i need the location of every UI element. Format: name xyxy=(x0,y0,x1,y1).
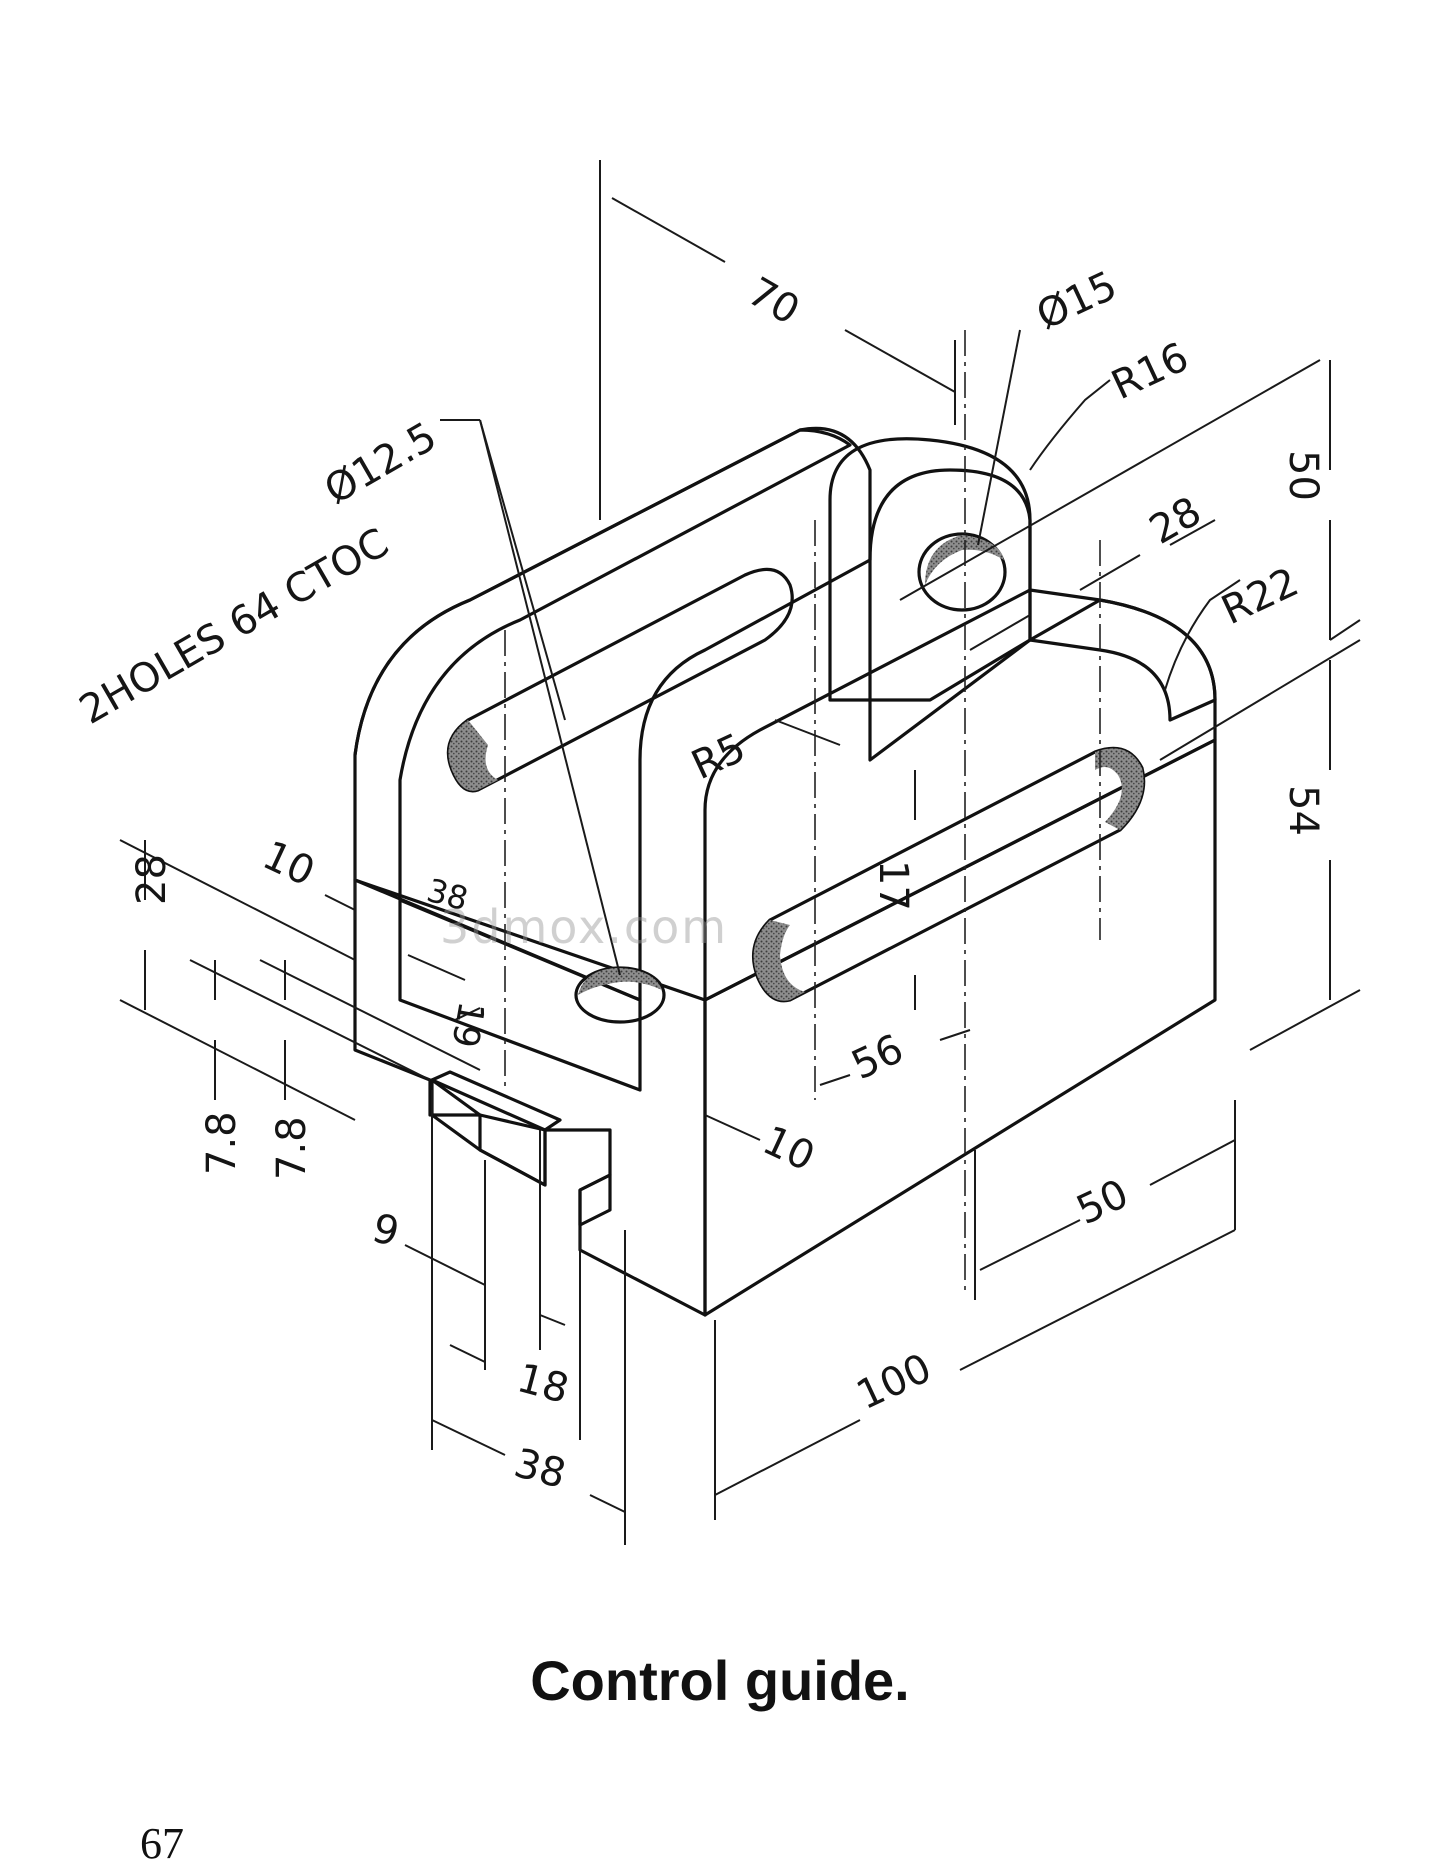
left-frame-top xyxy=(353,428,852,900)
left-frame-recess xyxy=(398,898,642,1092)
lug-hole-shadow xyxy=(925,535,1004,585)
dim-54: 54 xyxy=(1280,785,1326,836)
page-number: 67 xyxy=(140,1819,184,1868)
dim-50-bottom: 50 xyxy=(1070,1171,1136,1234)
center-lines xyxy=(504,330,1101,1290)
lug-hole xyxy=(917,532,1007,612)
right-slot-shadow-left xyxy=(753,920,805,1001)
dim-r5: R5 xyxy=(685,725,753,789)
bottom-tongue-top xyxy=(430,1070,562,1132)
watermark: 3dmox.com xyxy=(440,900,729,954)
dim-28-left: 28 xyxy=(129,854,175,905)
dim-19: 19 xyxy=(443,998,491,1050)
dim-10-front: 10 xyxy=(756,1117,822,1180)
dim-7-8-a: 7.8 xyxy=(199,1111,245,1175)
part-body xyxy=(353,426,1217,1317)
dim-9: 9 xyxy=(367,1205,403,1256)
base-hole-shadow xyxy=(578,968,662,995)
dim-38: 38 xyxy=(509,1440,570,1498)
dim-100: 100 xyxy=(850,1345,939,1419)
dim-28-right: 28 xyxy=(1142,488,1209,553)
figure-caption: Control guide. xyxy=(530,1649,910,1712)
base-front-face xyxy=(703,738,1217,1317)
dim-r22: R22 xyxy=(1215,559,1306,634)
dim-diameter-15: Ø15 xyxy=(1030,263,1124,340)
dim-70: 70 xyxy=(740,269,807,334)
bottom-rib xyxy=(578,1173,612,1227)
dim-7-8-b: 7.8 xyxy=(269,1116,315,1180)
note-hole-diameter: Ø12.5 xyxy=(317,414,444,514)
center-lug xyxy=(828,437,1032,702)
note-holes-spacing: 2HOLES 64 CTOC xyxy=(72,520,396,734)
dim-56: 56 xyxy=(845,1026,911,1089)
dim-17: 17 xyxy=(870,860,916,911)
left-slot-shadow xyxy=(448,720,498,791)
dim-r16: R16 xyxy=(1105,334,1196,409)
dim-18: 18 xyxy=(512,1355,573,1413)
right-upright-top xyxy=(1028,598,1217,722)
right-slot-shadow xyxy=(1095,748,1144,830)
dim-50-top: 50 xyxy=(1280,450,1326,501)
bottom-tongue xyxy=(430,1078,547,1187)
dim-10-left: 10 xyxy=(256,832,322,895)
center-lug-face xyxy=(868,468,1032,762)
dimension-lines xyxy=(119,160,1361,1545)
